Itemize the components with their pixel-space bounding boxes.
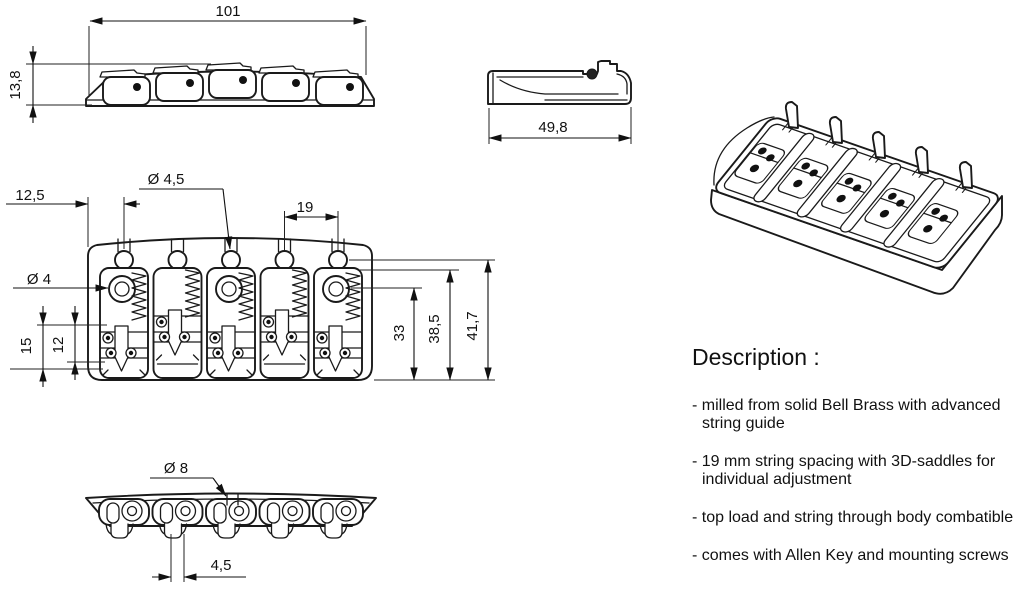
dim-h12: 12 [50, 337, 67, 354]
dim-string-hole-dia: Ø 4,5 [148, 171, 185, 188]
dim-bottom-hole-dia: Ø 8 [164, 460, 188, 477]
description-item-4: - comes with Allen Key and mounting scre… [692, 547, 1009, 564]
dim-front-width: 101 [215, 3, 240, 20]
description-item-2: - 19 mm string spacing with 3D-saddles f… [692, 453, 996, 488]
dim-h15: 15 [18, 338, 35, 355]
dim-edge-to-hole: 12,5 [15, 187, 44, 204]
description-section: Description : - milled from solid Bell B… [692, 344, 1021, 585]
dim-h33: 33 [391, 325, 408, 342]
front-elevation-view: 101 13,8 [7, 3, 375, 123]
dim-h417: 41,7 [464, 311, 481, 340]
dim-side-depth: 49,8 [538, 119, 567, 136]
dim-screw-dia: Ø 4 [27, 271, 51, 288]
description-heading: Description : [692, 344, 820, 370]
dim-bottom-offset: 4,5 [211, 557, 232, 574]
bottom-view: Ø 8 4,5 [85, 460, 377, 582]
side-profile-view: 49,8 [487, 60, 632, 144]
perspective-view [710, 101, 1003, 295]
dim-string-spacing: 19 [297, 199, 314, 216]
plan-view: 12,5 Ø 4,5 19 Ø 4 15 12 33 38,5 [6, 171, 495, 387]
dim-h385: 38,5 [426, 314, 443, 343]
dim-front-height: 13,8 [7, 70, 24, 99]
description-item-1: - milled from solid Bell Brass with adva… [692, 397, 1001, 432]
description-item-3: - top load and string through body comba… [692, 509, 1014, 526]
